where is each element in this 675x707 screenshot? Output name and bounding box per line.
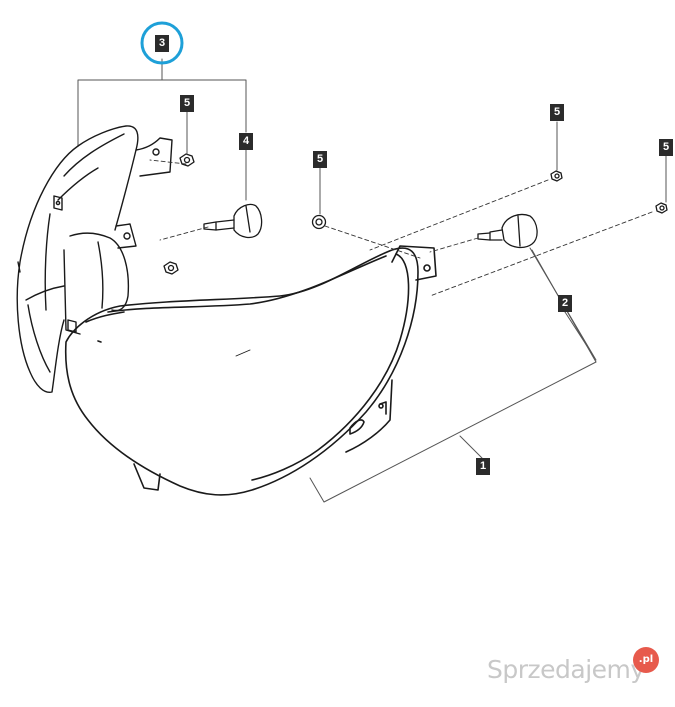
headlight-lens-housing: [64, 245, 437, 496]
highlight-circle: [140, 21, 184, 65]
watermark-text: Sprzedajemy: [487, 655, 645, 684]
assembly-guide-lines: [149, 159, 653, 297]
nut-parts: [163, 153, 668, 275]
nut-a: [179, 153, 195, 167]
leader-lines: [186, 111, 667, 503]
label-part-3: 3: [155, 35, 169, 52]
headlight-rear-housing: [16, 125, 173, 393]
label-part-5-nut-d: 5: [659, 139, 673, 156]
label-part-2: 2: [558, 295, 572, 312]
nut-d: [550, 170, 563, 182]
label-part-4: 4: [239, 133, 253, 150]
label-part-5-nut-b: 5: [313, 151, 327, 168]
label-part-5-nut-a: 5: [180, 95, 194, 112]
label-part-1: 1: [476, 458, 490, 475]
bulb-small-part: [477, 213, 538, 249]
bulb-main-part: [203, 203, 263, 239]
watermark-badge: .pl: [633, 647, 659, 673]
nut-c: [311, 214, 327, 230]
label-part-5-nut-c: 5: [550, 104, 564, 121]
nut-b: [163, 261, 179, 275]
watermark-logo: Sprzedajemy .pl: [487, 647, 659, 684]
nut-e: [655, 202, 668, 214]
